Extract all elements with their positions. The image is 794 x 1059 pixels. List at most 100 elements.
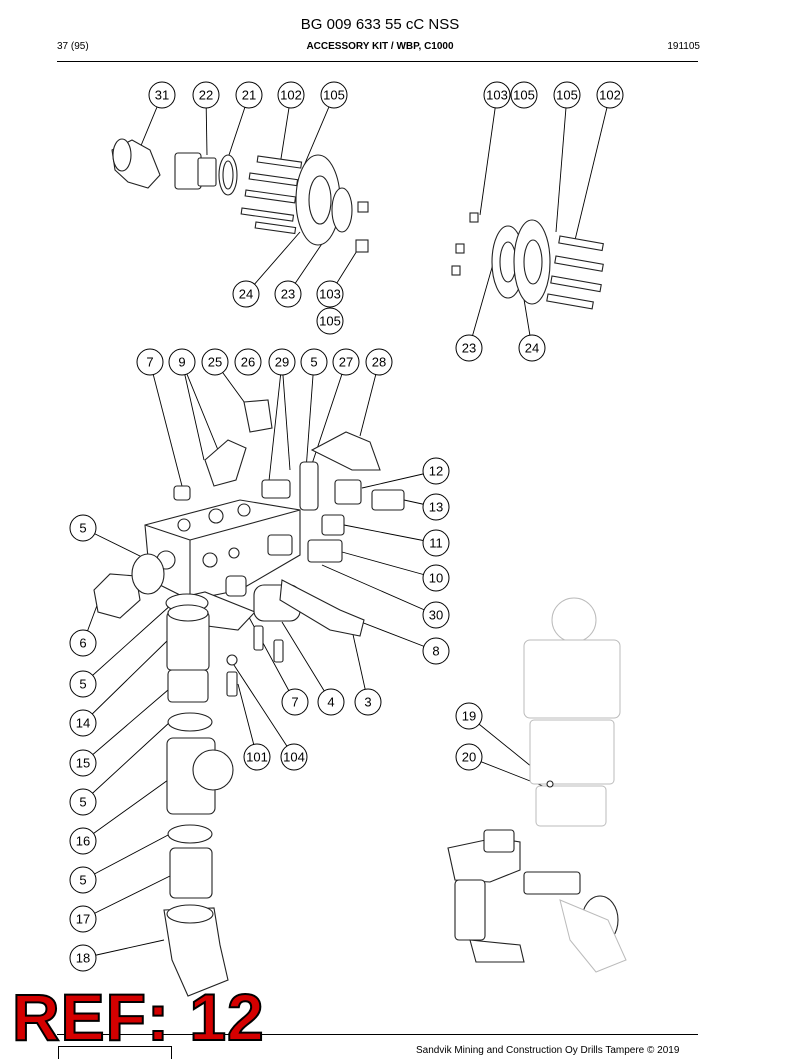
- callout-balloon-105: 105: [316, 307, 344, 335]
- callout-label: 7: [291, 695, 298, 710]
- callout-label: 30: [429, 608, 443, 623]
- callout-balloon-19: 19: [455, 702, 483, 730]
- callout-label: 20: [462, 750, 476, 765]
- callout-balloon-105: 105: [510, 81, 538, 109]
- callout-balloon-102: 102: [277, 81, 305, 109]
- callout-balloon-102: 102: [596, 81, 624, 109]
- callout-label: 9: [178, 355, 185, 370]
- leader-line: [82, 721, 171, 803]
- callout-balloon-25: 25: [201, 348, 229, 376]
- callout-label: 24: [239, 287, 253, 302]
- header-rule: [57, 61, 698, 62]
- callout-label: 29: [275, 355, 289, 370]
- callout-label: 8: [432, 644, 439, 659]
- valve-block-assembly: [93, 399, 405, 697]
- callout-label: 6: [79, 636, 86, 651]
- callout-balloon-16: 16: [69, 827, 97, 855]
- motor-overview: [447, 597, 627, 973]
- callout-balloon-13: 13: [422, 493, 450, 521]
- callout-label: 24: [525, 341, 539, 356]
- callout-balloon-11: 11: [422, 529, 450, 557]
- pipe-fitting-stack: [163, 593, 234, 997]
- callout-label: 5: [79, 873, 86, 888]
- callout-label: 102: [280, 88, 302, 103]
- callout-balloon-15: 15: [69, 749, 97, 777]
- callout-label: 105: [513, 88, 535, 103]
- callout-balloon-5: 5: [69, 866, 97, 894]
- page-title: ACCESSORY KIT / WBP, C1000: [306, 41, 454, 52]
- callout-balloon-12: 12: [422, 457, 450, 485]
- callout-balloon-31: 31: [148, 81, 176, 109]
- callout-label: 5: [79, 521, 86, 536]
- callout-balloon-29: 29: [268, 348, 296, 376]
- callout-label: 22: [199, 88, 213, 103]
- leader-line: [267, 361, 283, 491]
- callout-label: 13: [429, 500, 443, 515]
- callout-balloon-18: 18: [69, 944, 97, 972]
- callout-balloon-7: 7: [136, 348, 164, 376]
- reference-stamp: REF: 12: [11, 980, 265, 1054]
- leader-line: [82, 603, 173, 685]
- callout-balloon-22: 22: [192, 81, 220, 109]
- callout-balloon-10: 10: [422, 564, 450, 592]
- callout-balloon-103: 103: [316, 280, 344, 308]
- callout-balloon-105: 105: [553, 81, 581, 109]
- leader-line: [82, 689, 169, 764]
- page-number: 37 (95): [57, 41, 89, 52]
- leader-line: [82, 833, 171, 881]
- callout-balloon-105: 105: [320, 81, 348, 109]
- callout-label: 101: [246, 750, 268, 765]
- callout-balloon-26: 26: [234, 348, 262, 376]
- leader-line: [343, 524, 437, 544]
- leader-line: [341, 551, 437, 579]
- callout-balloon-30: 30: [422, 601, 450, 629]
- callout-label: 26: [241, 355, 255, 370]
- callout-balloon-104: 104: [280, 743, 308, 771]
- leader-line: [321, 564, 437, 616]
- callout-balloon-23: 23: [455, 334, 483, 362]
- callout-balloon-7: 7: [281, 688, 309, 716]
- callout-balloon-14: 14: [69, 709, 97, 737]
- callout-balloon-3: 3: [354, 688, 382, 716]
- callout-label: 103: [486, 88, 508, 103]
- leader-line: [243, 607, 296, 703]
- leader-line: [299, 94, 335, 176]
- leader-line: [82, 639, 169, 724]
- bolt-set-left: [240, 155, 303, 235]
- callout-balloon-24: 24: [232, 280, 260, 308]
- callout-balloon-5: 5: [69, 788, 97, 816]
- callout-label: 5: [79, 677, 86, 692]
- callout-balloon-4: 4: [317, 688, 345, 716]
- date-code: 191105: [667, 41, 700, 52]
- callout-label: 15: [76, 756, 90, 771]
- callout-label: 25: [208, 355, 222, 370]
- callout-label: 5: [79, 795, 86, 810]
- callout-label: 103: [319, 287, 341, 302]
- callout-label: 7: [146, 355, 153, 370]
- callout-balloon-27: 27: [332, 348, 360, 376]
- leader-line: [82, 875, 171, 920]
- callout-label: 23: [462, 341, 476, 356]
- callout-label: 10: [429, 571, 443, 586]
- leader-line: [181, 361, 219, 451]
- top-left-flange-assembly: [111, 138, 369, 253]
- callout-balloon-8: 8: [422, 637, 450, 665]
- callout-label: 3: [364, 695, 371, 710]
- document-number: BG 009 633 55 cC NSS: [300, 16, 460, 33]
- callout-balloon-5: 5: [69, 670, 97, 698]
- callout-label: 14: [76, 716, 90, 731]
- callout-label: 17: [76, 912, 90, 927]
- leader-line: [82, 939, 165, 959]
- callout-balloon-9: 9: [168, 348, 196, 376]
- leader-line: [281, 361, 291, 471]
- callout-label: 12: [429, 464, 443, 479]
- callout-label: 105: [323, 88, 345, 103]
- callout-label: 105: [556, 88, 578, 103]
- callout-label: 16: [76, 834, 90, 849]
- leader-line: [231, 661, 295, 758]
- leader-line: [82, 779, 169, 842]
- leader-line: [479, 94, 498, 216]
- leader-line: [245, 231, 301, 295]
- callout-label: 19: [462, 709, 476, 724]
